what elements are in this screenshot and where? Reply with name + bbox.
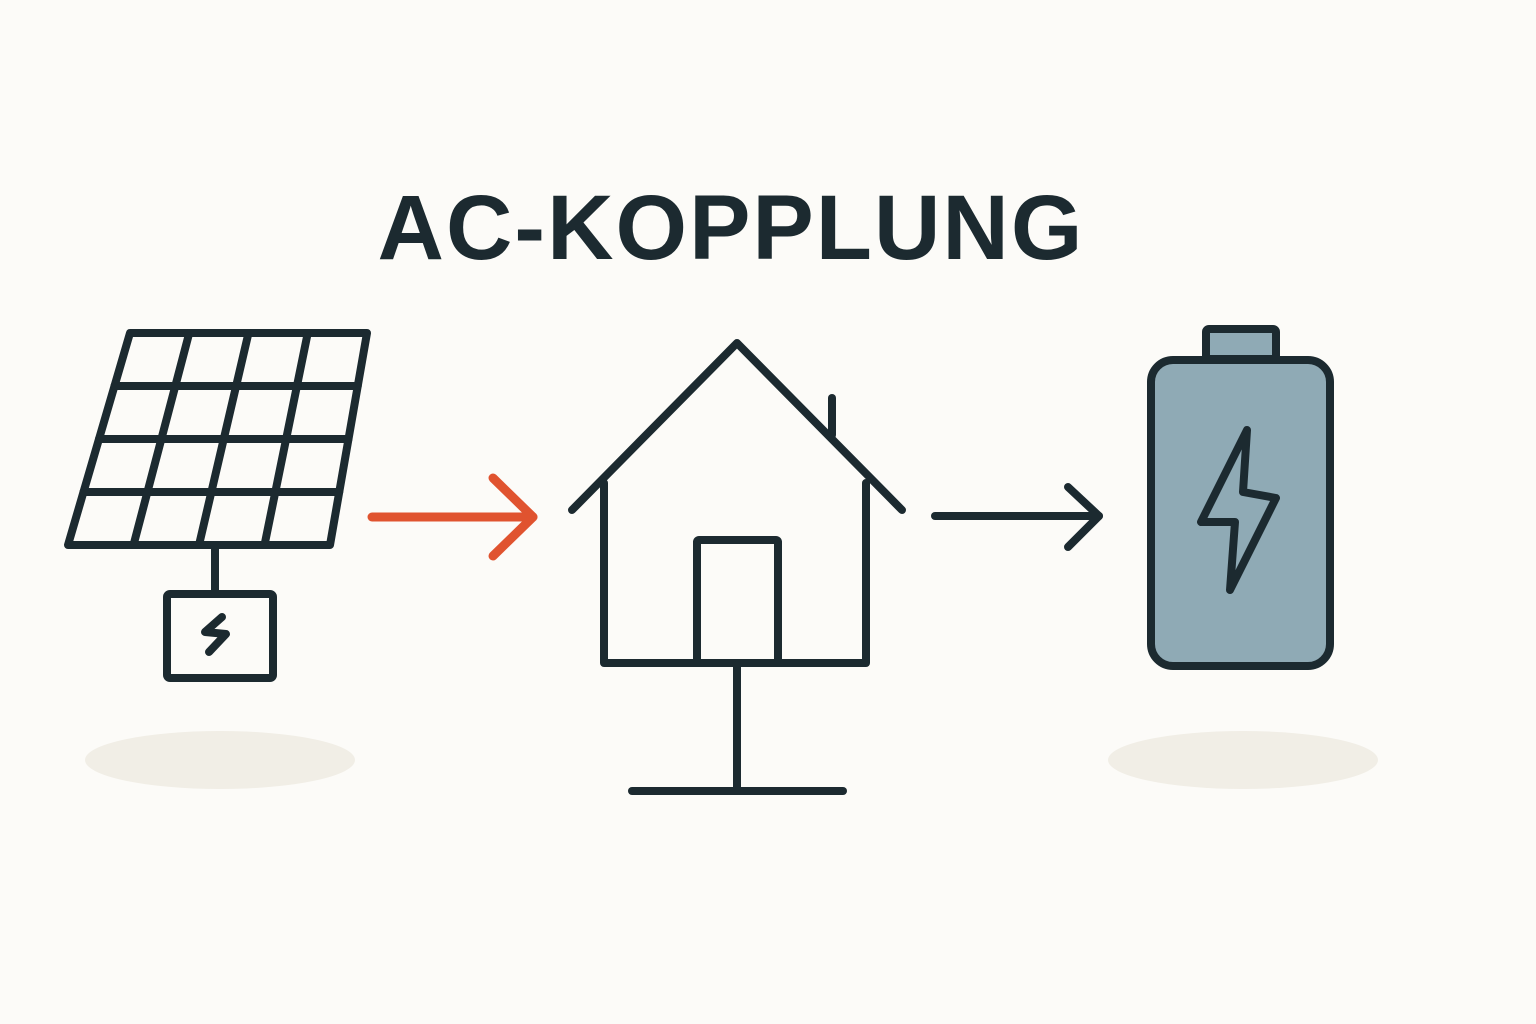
solar-panel-icon <box>64 329 371 549</box>
solar-shadow <box>85 731 355 789</box>
diagram-title: AC-KOPPLUNG <box>377 177 1085 279</box>
battery-icon <box>1147 325 1334 670</box>
battery-shadow <box>1108 731 1378 789</box>
lightning-icon <box>201 613 230 656</box>
house-icon <box>568 339 906 795</box>
panel-column-line <box>195 329 253 549</box>
door-icon <box>693 536 782 667</box>
lightning-icon <box>1197 426 1280 594</box>
arrow-solar-to-house <box>367 473 538 561</box>
panel-frame <box>64 329 371 549</box>
panel-column-line <box>260 329 312 549</box>
arrow-house-to-battery <box>931 483 1103 551</box>
inverter-icon <box>163 541 277 682</box>
